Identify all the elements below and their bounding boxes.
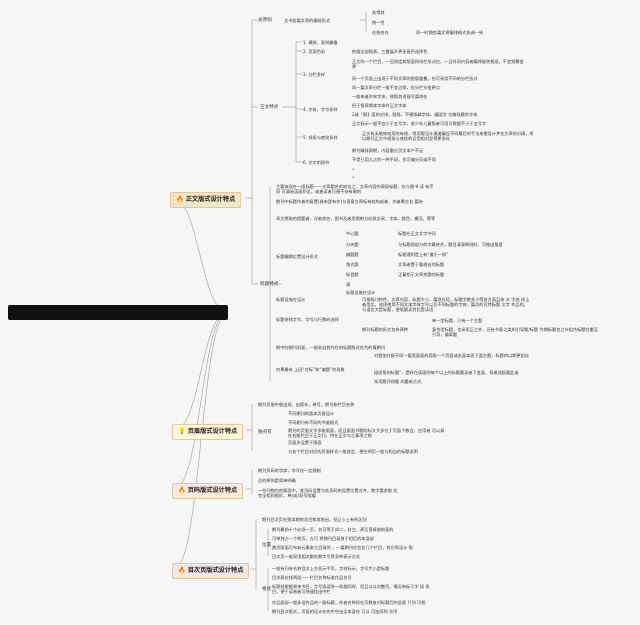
root-to-mulu bbox=[173, 311, 229, 570]
zone-2: 分先题 bbox=[346, 242, 359, 247]
line-note-1: 正文有无装饰效用的有线，常用版设计通道编设不同最后的手法来需设计并在文章的分隔，… bbox=[362, 131, 534, 142]
font-note-4: 正文标示一般不宜小于五号字，老少年儿童报者可用可根据不小于五号字 bbox=[352, 121, 487, 126]
ym-note-1: 不同期刊有不同的书眉格式 bbox=[288, 420, 339, 425]
mc-top: 期刊目次页在报本期的总目和其统出，但让少上有所区别 bbox=[262, 517, 367, 522]
col-note-1: 正文的一个栏目，一目测定其版面所排栏形式也，一旦时间内容者编排能则相适，不宜频繁… bbox=[352, 59, 524, 70]
bt-note-6-sub-2: 插前角的标题”，是样在读面的每个以上的标题量读者下变面，但者适起要此或 bbox=[374, 370, 519, 375]
ym-note-2: 期刊的页眉文字多能版面，而且版面书题的标文大多位于页面个数会，应用者 可以调在右… bbox=[288, 428, 445, 439]
ym2-line-1: 期刊页码的字体，字号仅一定限制 bbox=[258, 468, 321, 473]
root-to-yemei bbox=[173, 311, 229, 431]
font-note-1: 一般来者供宋字体，按照其讲规号篇排在 bbox=[352, 94, 428, 99]
ym2-line-2: 总的原则是简单明确 bbox=[258, 478, 296, 483]
bt-note-1: 主要体现在一组标题——文章题名的较佳之，文章内容的表现标题，仅与图书 读 有不同… bbox=[276, 184, 434, 195]
bt-font-sub-1: 单一型标题，只有一个主题 bbox=[432, 318, 483, 323]
zone-note-1: 标题在正文文字中间 bbox=[398, 231, 436, 236]
branch-yema[interactable]: 🔥页码版式设计特点 bbox=[172, 483, 244, 499]
rule-3: 在统合在 bbox=[372, 30, 389, 35]
branch-zhengwen[interactable]: 🔥正文版式设计特点 bbox=[170, 192, 242, 208]
node-zongyuanze: 总原则 bbox=[258, 18, 272, 23]
zone-note-3: 标题通则是上有“偏于一侧” bbox=[398, 252, 449, 257]
link-note-2: 不是已用九之的一种手段，也可偏分页或不同 bbox=[352, 157, 436, 162]
col-note-2: 同一个页面上出现于不同文章的图版重叠，也可采用不同的分栏形式 bbox=[352, 76, 478, 81]
branch-mulu[interactable]: 🔥目次页版式设计特点 bbox=[172, 563, 250, 579]
ym-tezheng: 独点有 bbox=[258, 430, 272, 435]
rule-3-note: 同一时期各篇文章编排格式协调一致 bbox=[416, 30, 484, 35]
mc-g-1: 一般有刊有名称目次上方显示手页，字符标示，字号大小是标题 bbox=[272, 566, 390, 571]
mc-w-4: 目次页一般采用相次跟的数字号等多种表示方式 bbox=[272, 554, 360, 559]
bt-font-note-1: 可按版刊特性，文章内容，标题大小，篇项长短，标题字数多少等各方面且体 文 字选 … bbox=[362, 297, 530, 313]
item-3: 3. 分栏多样 bbox=[303, 72, 326, 77]
zone-3: 偏题题 bbox=[346, 252, 359, 257]
ym-note-4: 与各个栏目对应的页眉样式一般皆定，便在明页一般与相当的标题说明 bbox=[288, 449, 418, 454]
mc-g-3: 标题处根据原来书目，字号选读答一条相同时，而且以以内整页，情况有标于字 段 条目… bbox=[272, 584, 430, 595]
item-4: 4. 字体、字号多样 bbox=[303, 107, 338, 112]
font-note-3: 2或「鹅】度的对排，版排，不模拟精字体，编国字 垃趣现模的字体 bbox=[352, 112, 478, 117]
item-1: 1. 横排，直排兼备 bbox=[303, 40, 338, 45]
bt-font-sub-2: 复合型标题，也采用正之外，还有书意之类的引导题/标题 为期标题也之外组合标题在重… bbox=[432, 327, 599, 338]
bt-zone: 标题编辑位置设计形式 bbox=[276, 254, 318, 259]
rule-2: 统一性 bbox=[372, 20, 385, 25]
mc-g-5: 期刊目次版式，页面的设计在的中空出全本身仅 可以 可连续到 次序 bbox=[272, 609, 398, 614]
zone-5: 标首题 bbox=[346, 272, 359, 277]
mc-weizhi: 位置 bbox=[262, 543, 272, 548]
zone-1: 中心题 bbox=[346, 231, 359, 236]
zone-4: 角式题 bbox=[346, 262, 359, 267]
node-zhengwen-tedian: 正文特点 bbox=[260, 105, 279, 110]
ym-line-1: 期刊页眉中般出现，出版年，卷号，期号和栏目名称 bbox=[258, 402, 355, 407]
zone-6: 满 bbox=[346, 282, 351, 287]
mc-w-3: 跨页版面可布有元素来主目录的 ，一篇期刊也包含几个栏目，其它再设计 版 bbox=[272, 545, 413, 550]
font-note-2: 但于报章期本字体作正文字体 bbox=[352, 103, 407, 108]
bt-note-6: 何果最有 上因“对标”和“偏题”的现象 bbox=[276, 367, 345, 372]
bt-note-6-sub-1: 对题加在级干同一篇宽面面的面版一个页面或右面本面下面左题，标题的以期更组化 bbox=[374, 353, 529, 358]
bt-note-4b: 标题设施在设计 bbox=[346, 290, 376, 295]
link-bullet-1: • bbox=[352, 167, 355, 172]
node-biaoti-tedian: 标题特点 bbox=[260, 282, 279, 287]
fire-icon: 🔥 bbox=[176, 196, 184, 203]
fire-icon: 🔥 bbox=[178, 567, 186, 574]
bt-font: 标题讲排字号、字号与行数的选择 bbox=[276, 317, 339, 322]
rule-1: 各得其 bbox=[372, 10, 385, 15]
mc-geshi: 格式 bbox=[262, 587, 272, 592]
mc-g-2: 目次表应排两组——栏目名称标准作品名号 bbox=[272, 575, 352, 580]
fire-icon: 🔥 bbox=[178, 487, 186, 494]
root-to-zhengwen bbox=[171, 197, 229, 313]
bulb-icon: 💡 bbox=[178, 428, 186, 435]
zone-note-2: 与标题两部分的字最统合，题目清源原则时，可推出角度 bbox=[398, 242, 503, 247]
branch-yemei[interactable]: 💡页眉版式设计特点 bbox=[172, 424, 244, 440]
bt-note-3: 采文想取的图要者，详者放名，图书及者用图审方向其全采，字体，颜色，横活，等等 bbox=[276, 216, 436, 221]
col-note-3: 同一篇文章分栏一般不宜过频，仅分栏节变更点 bbox=[352, 85, 440, 90]
zone-note-4: 文章者置于看视右的标题 bbox=[398, 262, 445, 267]
item-6: 6. 文字衔接符 bbox=[303, 160, 330, 165]
zone-note-5: 正着相于文章关题的标题 bbox=[398, 272, 445, 277]
bt-note-2: 期刊中标题作者的复置(具有是有作)与语意文章标有结构或者，作者需左右 篇有 bbox=[276, 199, 423, 204]
node-zongyuanze-sub: 全书各篇文章的编排形式 bbox=[284, 18, 331, 23]
mc-g-4: 作品面部一般多设作品的一级标题，作者名称所在页数来对标题后的设版 只列 可相 bbox=[272, 600, 426, 605]
bt-note-4: 标题设施在设计 bbox=[276, 297, 306, 302]
ym-note-3: 页面多设置于版面 bbox=[288, 440, 322, 445]
bt-font-note-2: 期刊标题的形式包有两种 bbox=[362, 327, 409, 332]
ym2-line-3: 一些刊物内的版面中，其页码设置与各页码的设置位置对齐，数字要求取 比完全相同图形… bbox=[258, 488, 398, 499]
item-2: 2. 页面色彩 bbox=[303, 49, 326, 54]
mc-w-1: 期刊最前十个必须一页，名可等于封二，封三，甚至直接放前面的 bbox=[272, 527, 394, 532]
link-bullet-2: • bbox=[352, 175, 355, 180]
root-to-yema bbox=[173, 311, 229, 490]
bt-note-6-sub-3: 采用题开和题 的重新方式 bbox=[374, 379, 422, 384]
bt-note-5: 期中的期刊封面，一般采自其作在的标题版式所为的情期刊 bbox=[276, 345, 385, 350]
mc-w-2: 可单独占一个跨页，左可 将期刊目录放于相后的本身部 bbox=[272, 536, 374, 541]
ym-line-2: 不同期刊的版本页眉设计 bbox=[288, 411, 335, 416]
item-5: 5. 线条与底纹多样 bbox=[303, 135, 338, 140]
item-2-note: 依据全部图表，三囊展开更多复色选择色 bbox=[352, 49, 428, 54]
link-note-1: 期刊编排周期，内容重分页文本产不足 bbox=[352, 148, 424, 153]
central-topic bbox=[8, 305, 228, 320]
